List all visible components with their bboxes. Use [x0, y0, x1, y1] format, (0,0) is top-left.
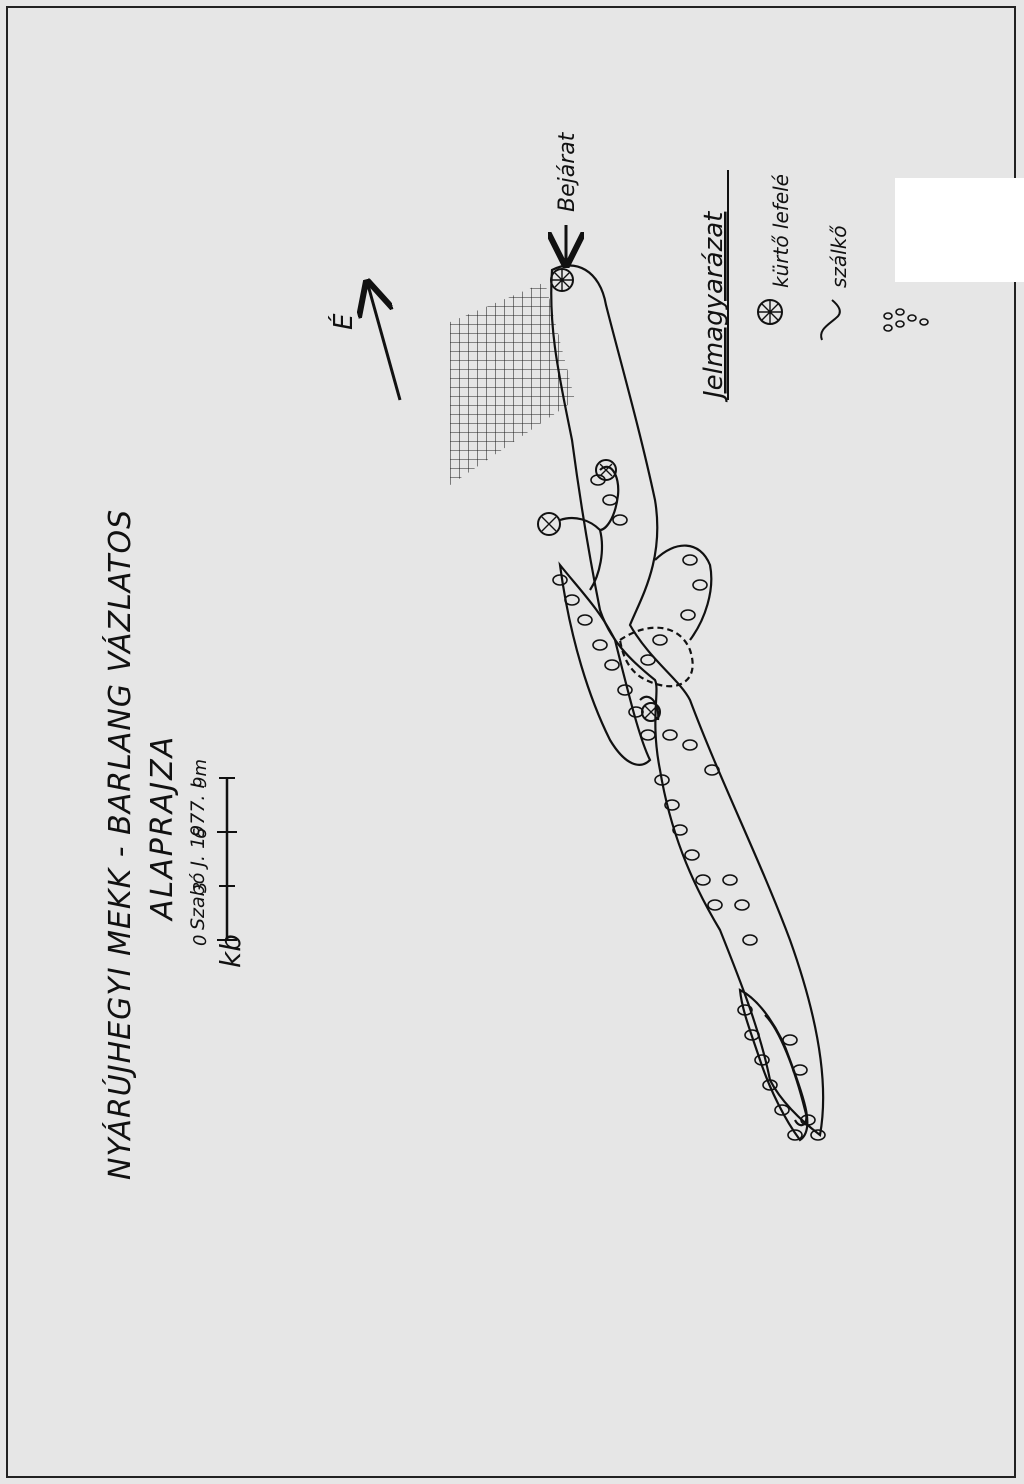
scale-bar: kb 0 3 6 9m — [190, 759, 247, 968]
chimney-down-icon — [757, 299, 783, 325]
rubble-icon — [883, 308, 929, 332]
stalactite-icon — [820, 299, 841, 341]
title-block: NYÁRÚJHEGYI MEKK - BARLANG VÁZLATOS ALAP… — [101, 509, 209, 1180]
entrance-marker: Bejárat — [555, 131, 580, 262]
title-author: Szabó J. 1977. I — [187, 782, 209, 930]
legend-title: Jelmagyarázat — [699, 211, 729, 403]
north-arrow: É — [327, 285, 402, 401]
scale-tick-6: 6 — [190, 828, 211, 839]
chimney-symbols — [537, 268, 661, 722]
scale-tick-0: 0 — [190, 935, 211, 946]
entrance-label: Bejárat — [555, 131, 580, 212]
north-label: É — [327, 313, 359, 330]
scale-tick-9m: 9m — [190, 759, 211, 788]
scale-unit-prefix: kb — [214, 934, 247, 968]
title-line-1: NYÁRÚJHEGYI MEKK - BARLANG VÁZLATOS — [101, 509, 138, 1180]
title-line-2: ALAPRAJZA — [145, 735, 180, 922]
white-patch — [895, 178, 1024, 282]
cave-outline — [550, 264, 825, 1142]
legend-label-chimney: kürtő lefelé — [769, 174, 793, 288]
sheet-border — [6, 6, 1016, 1478]
legend-label-stalactite: szálkő — [827, 225, 851, 288]
scale-tick-3: 3 — [190, 882, 211, 893]
legend: Jelmagyarázat kürtő lefelé szálkő — [699, 170, 929, 403]
hatched-area — [450, 282, 575, 485]
